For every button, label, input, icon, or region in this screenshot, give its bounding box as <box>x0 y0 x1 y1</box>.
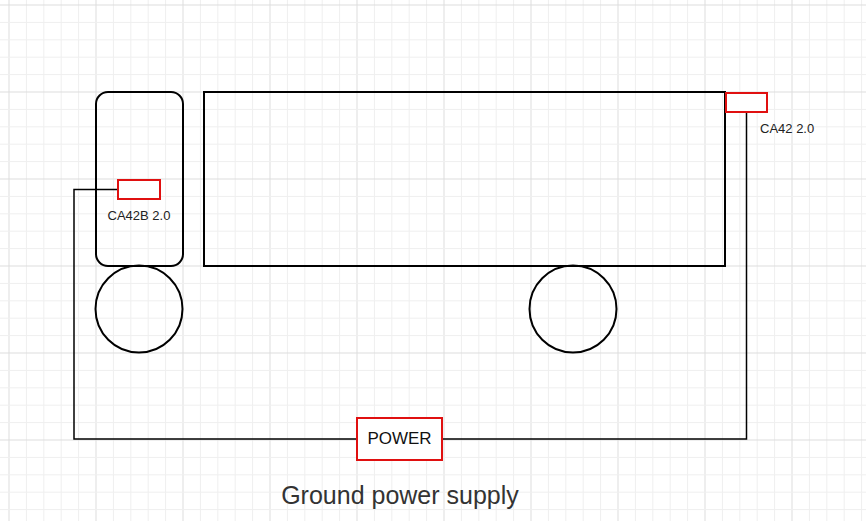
grid-line <box>861 0 862 521</box>
grid-line <box>618 0 619 521</box>
grid-line <box>235 0 236 521</box>
trailer-outline <box>204 92 725 266</box>
cab-outline <box>96 92 183 266</box>
grid-line <box>600 0 601 521</box>
grid-line <box>565 0 566 521</box>
grid-line <box>113 0 114 521</box>
grid-line <box>687 0 688 521</box>
grid-line <box>635 0 636 521</box>
grid-line <box>26 0 27 521</box>
grid-line <box>844 0 845 521</box>
grid-line <box>0 318 866 319</box>
grid-line <box>0 144 866 145</box>
grid-line <box>722 0 723 521</box>
grid-line <box>183 0 184 521</box>
grid-line <box>0 300 866 301</box>
grid-line <box>0 126 866 127</box>
grid-line <box>705 0 706 521</box>
grid-line <box>0 22 866 23</box>
grid-line <box>200 0 201 521</box>
grid-line <box>148 0 149 521</box>
caption: Ground power supply <box>0 480 800 510</box>
grid-line <box>43 0 44 521</box>
grid-line <box>217 0 218 521</box>
grid-line <box>322 0 323 521</box>
grid-line <box>96 0 97 521</box>
grid-line <box>130 0 131 521</box>
grid-line <box>0 387 866 388</box>
front-wheel <box>96 266 183 353</box>
grid-line <box>513 0 514 521</box>
grid-line <box>652 0 653 521</box>
grid-line <box>0 370 866 371</box>
grid-line <box>339 0 340 521</box>
grid-line <box>0 283 866 284</box>
grid-line <box>0 231 866 232</box>
grid-line <box>0 353 866 354</box>
grid-line <box>9 0 10 521</box>
grid-line <box>774 0 775 521</box>
grid-line <box>304 0 305 521</box>
grid-line <box>531 0 532 521</box>
grid-line <box>0 161 866 162</box>
grid-line <box>757 0 758 521</box>
connector-label: CA42 2.0 <box>760 121 814 136</box>
grid-line <box>0 335 866 336</box>
power-wire <box>74 190 356 440</box>
connector-box: CA42B 2.0 <box>117 179 161 200</box>
connector-box: CA42 2.0 <box>725 92 768 113</box>
grid-line <box>0 248 866 249</box>
grid-line <box>444 0 445 521</box>
rear-wheel <box>530 266 617 353</box>
connector-label: CA42B 2.0 <box>108 208 171 223</box>
grid-line <box>670 0 671 521</box>
grid-line <box>461 0 462 521</box>
grid-line <box>478 0 479 521</box>
grid-line <box>0 5 866 6</box>
grid-line <box>0 39 866 40</box>
grid-line <box>739 0 740 521</box>
grid-line <box>78 0 79 521</box>
grid-line <box>0 57 866 58</box>
grid-line <box>792 0 793 521</box>
grid-line <box>0 405 866 406</box>
power-wire <box>443 113 747 439</box>
power-box: POWER <box>356 417 443 461</box>
grid-line <box>809 0 810 521</box>
power-label: POWER <box>367 429 431 449</box>
grid-line <box>0 509 866 510</box>
grid-line <box>61 0 62 521</box>
grid-line <box>287 0 288 521</box>
grid-line <box>270 0 271 521</box>
grid-line <box>826 0 827 521</box>
grid-line <box>583 0 584 521</box>
grid-line <box>0 474 866 475</box>
grid-line <box>252 0 253 521</box>
grid-line <box>548 0 549 521</box>
grid-line <box>0 74 866 75</box>
grid-line <box>496 0 497 521</box>
grid-line <box>165 0 166 521</box>
